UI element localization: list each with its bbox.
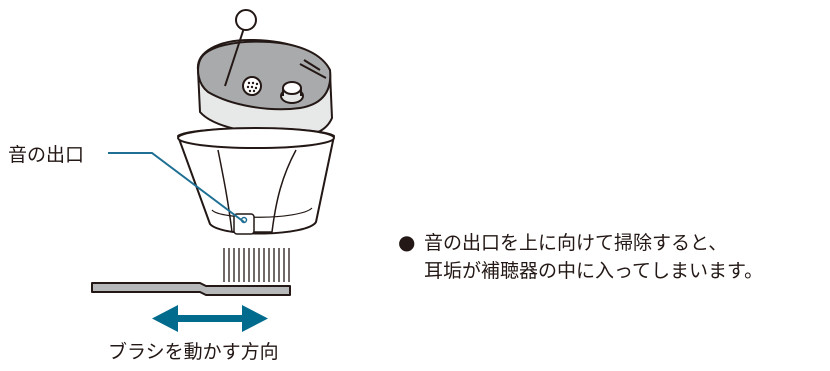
- sound-outlet-label: 音の出口: [8, 144, 85, 166]
- note-line-1: ● 音の出口を上に向けて掃除すると、: [398, 228, 763, 257]
- microphone-holes: [246, 81, 259, 93]
- cup-rim: [177, 127, 335, 149]
- brush-handle: [91, 282, 291, 296]
- removal-handle-ring: [235, 9, 257, 31]
- double-arrow-icon: [152, 305, 268, 332]
- cleaning-cup: [177, 127, 335, 235]
- note-text-1: 音の出口を上に向けて掃除すると、: [424, 232, 728, 254]
- brush-direction-label: ブラシを動かす方向: [108, 341, 279, 363]
- hearing-aid: [196, 9, 333, 138]
- sound-outlet-leader-line: [108, 152, 245, 223]
- note-text-2: 耳垢が補聴器の中に入ってしまいます。: [424, 260, 764, 282]
- brush-bristles: [223, 248, 290, 282]
- removal-handle: [224, 27, 245, 87]
- caution-note: ● 音の出口を上に向けて掃除すると、 耳垢が補聴器の中に入ってしまいます。: [398, 228, 763, 285]
- battery-door: [299, 59, 327, 79]
- bullet-icon: ●: [398, 230, 416, 254]
- note-line-2: 耳垢が補聴器の中に入ってしまいます。: [398, 257, 763, 285]
